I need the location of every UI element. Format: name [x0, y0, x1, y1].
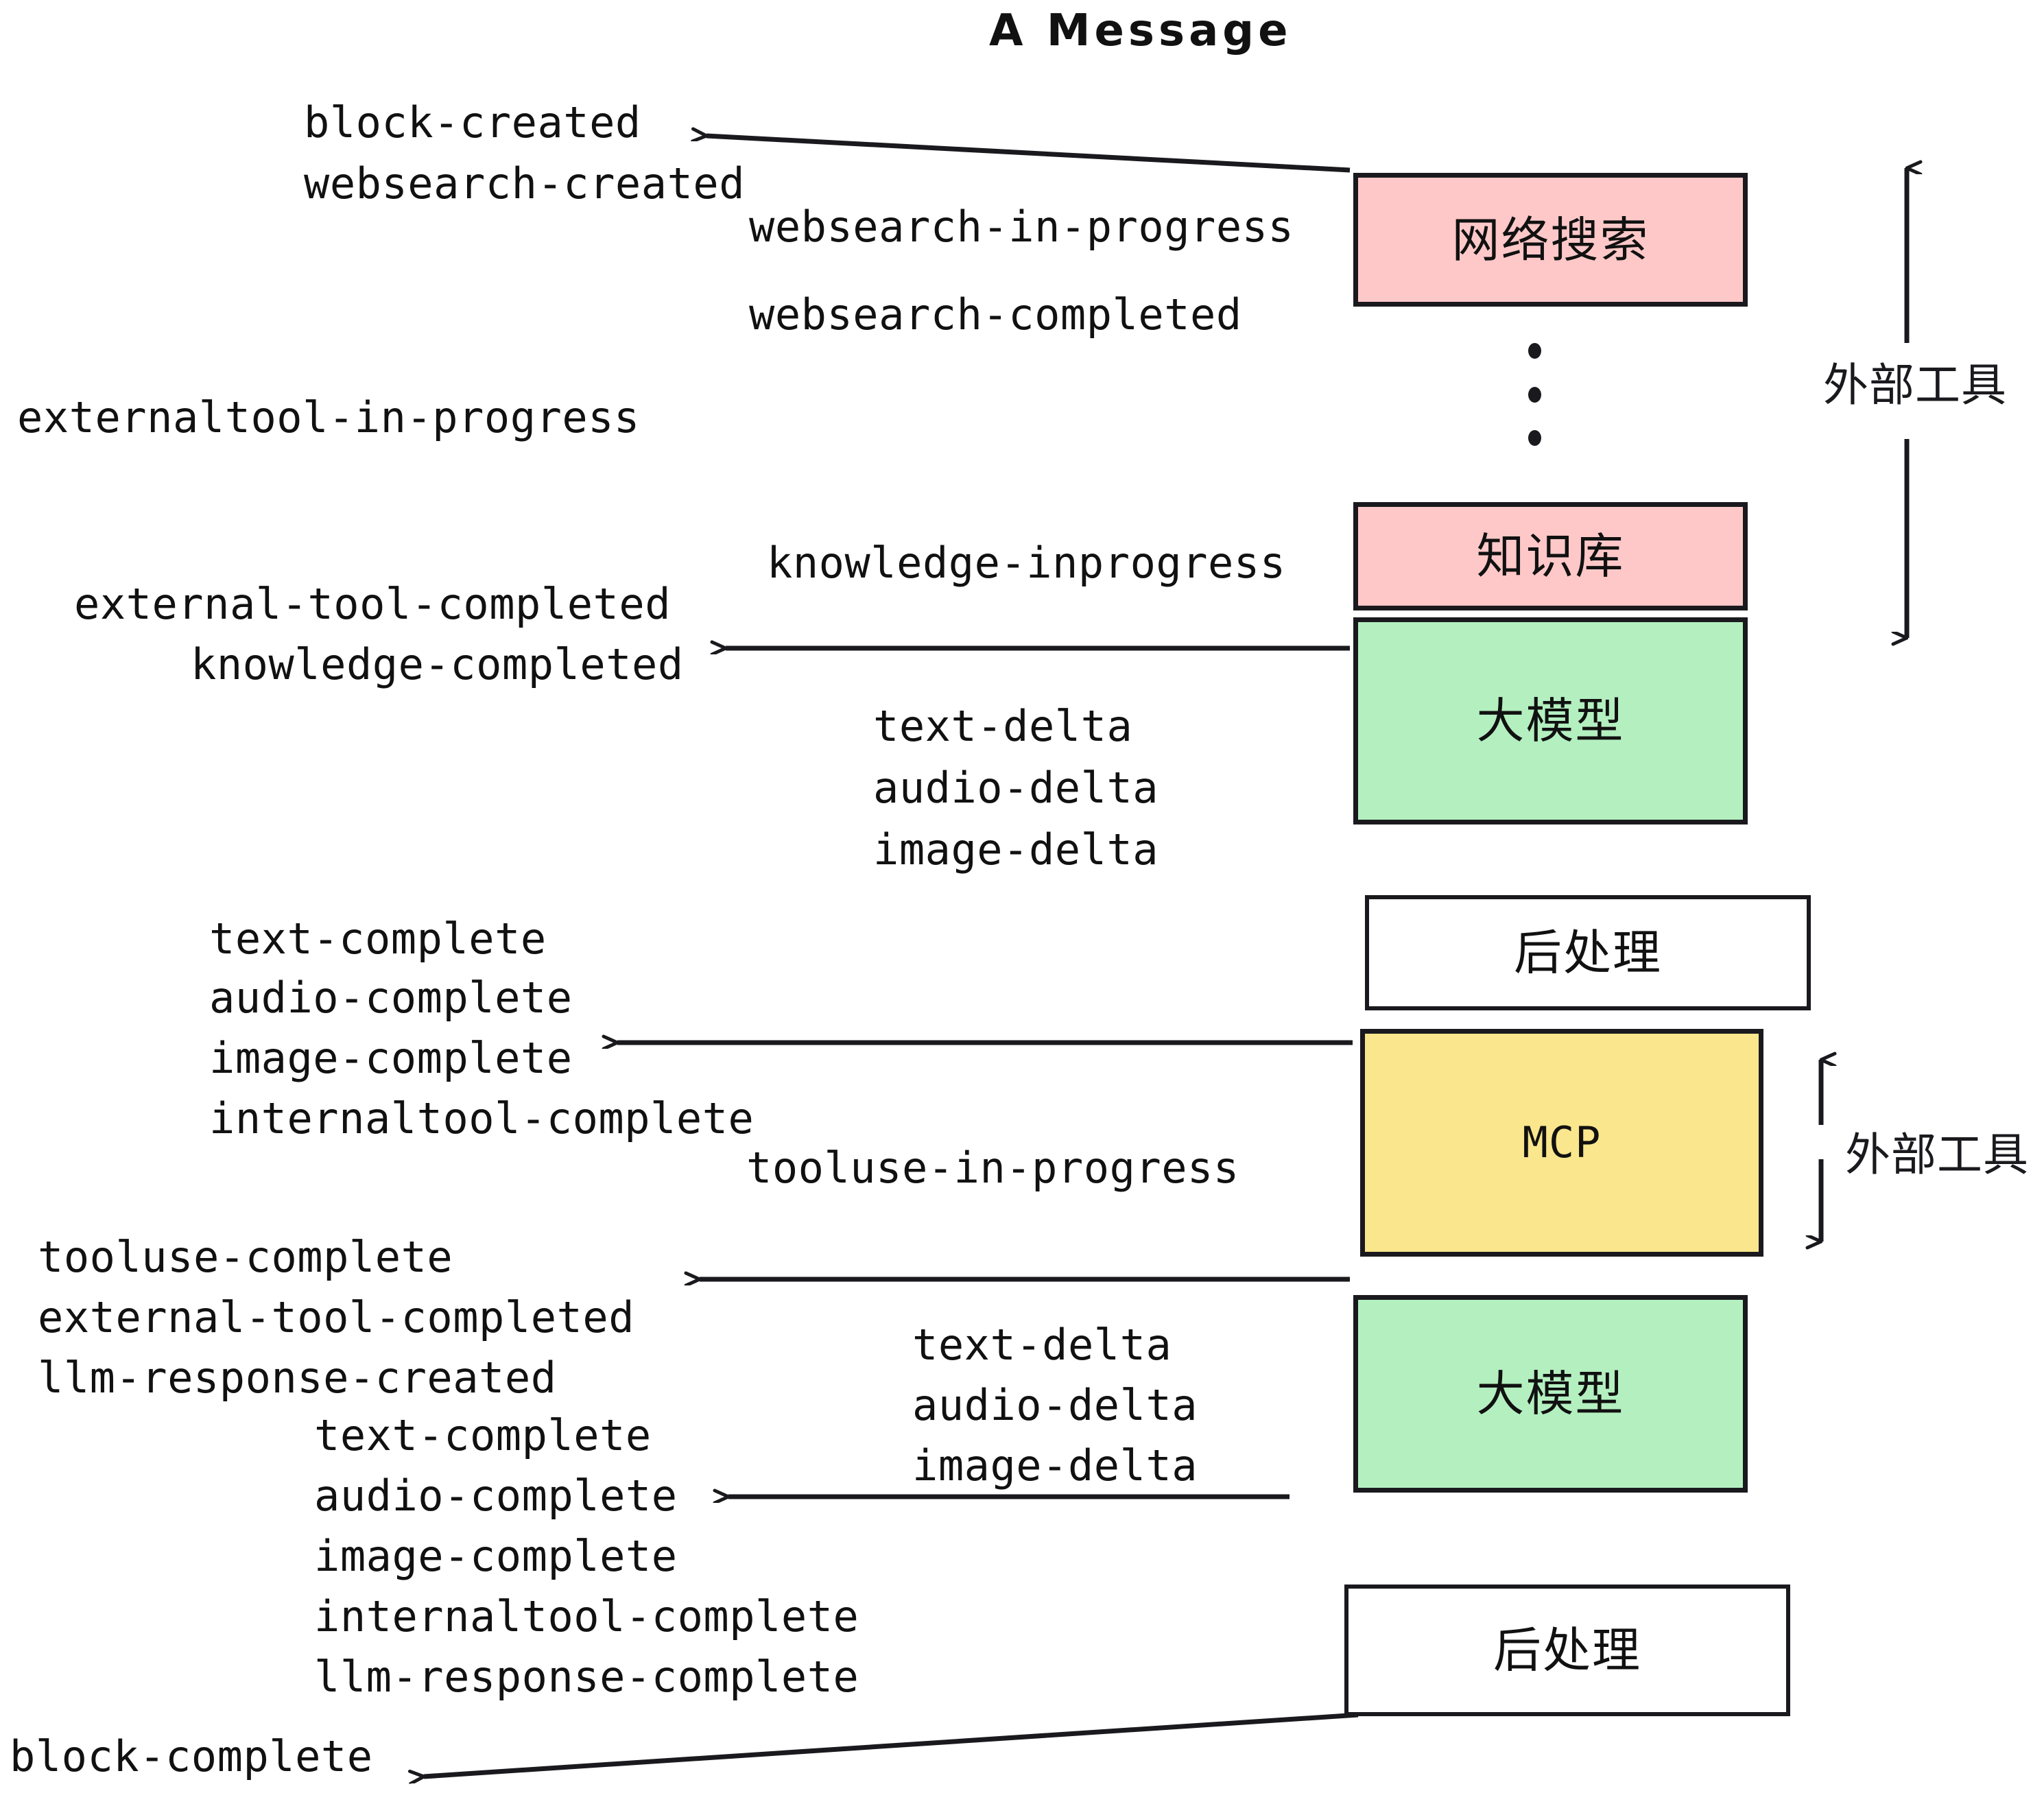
- arrow-websearch-to-created: [706, 136, 1351, 173]
- event-external-tool-completed-1: external-tool-completed: [74, 579, 672, 629]
- box-knowledge[interactable]: 知识库: [1353, 502, 1748, 610]
- event-image-delta-2: image-delta: [912, 1440, 1198, 1491]
- event-block-created: block-created: [304, 97, 641, 147]
- side-label-external-tools-bottom: 外部工具: [1845, 1128, 2029, 1181]
- event-image-delta-1: image-delta: [873, 824, 1159, 875]
- box-mcp-label: MCP: [1522, 1117, 1602, 1167]
- event-text-delta-1: text-delta: [873, 701, 1133, 751]
- event-llm-response-complete: llm-response-complete: [314, 1652, 859, 1702]
- event-internaltool-complete-1: internaltool-complete: [209, 1093, 754, 1143]
- event-external-tool-completed-2: external-tool-completed: [38, 1292, 635, 1342]
- event-text-delta-2: text-delta: [912, 1320, 1172, 1370]
- box-llm-2[interactable]: 大模型: [1353, 1295, 1748, 1493]
- box-knowledge-label: 知识库: [1476, 528, 1625, 584]
- event-internaltool-complete-2: internaltool-complete: [314, 1591, 859, 1641]
- box-websearch-label: 网络搜索: [1451, 211, 1650, 268]
- event-llm-response-created: llm-response-created: [38, 1353, 557, 1403]
- event-image-complete-1: image-complete: [209, 1033, 573, 1083]
- side-label-external-tools-top: 外部工具: [1823, 359, 2007, 412]
- ellipsis-dot: [1528, 386, 1541, 403]
- event-externaltool-in-progress: externaltool-in-progress: [17, 392, 640, 442]
- box-websearch[interactable]: 网络搜索: [1353, 173, 1748, 307]
- box-llm-1-label: 大模型: [1476, 693, 1625, 749]
- event-websearch-created: websearch-created: [304, 158, 746, 209]
- event-audio-complete-1: audio-complete: [209, 973, 573, 1023]
- vertical-ellipsis: [1526, 343, 1543, 446]
- event-tooluse-in-progress: tooluse-in-progress: [746, 1143, 1239, 1193]
- event-knowledge-inprogress: knowledge-inprogress: [767, 538, 1286, 588]
- event-text-complete-1: text-complete: [209, 914, 547, 964]
- box-llm-1[interactable]: 大模型: [1353, 617, 1748, 824]
- box-mcp[interactable]: MCP: [1360, 1029, 1763, 1257]
- box-postprocess-1[interactable]: 后处理: [1365, 895, 1811, 1010]
- event-audio-delta-1: audio-delta: [873, 763, 1159, 813]
- event-knowledge-completed: knowledge-completed: [191, 639, 684, 689]
- event-tooluse-complete: tooluse-complete: [38, 1232, 453, 1282]
- event-audio-delta-2: audio-delta: [912, 1380, 1198, 1430]
- event-websearch-completed: websearch-completed: [749, 289, 1242, 340]
- event-websearch-in-progress: websearch-in-progress: [749, 202, 1294, 252]
- page-title: A Message: [989, 5, 1292, 56]
- box-llm-2-label: 大模型: [1476, 1366, 1625, 1422]
- ellipsis-dot: [1528, 343, 1541, 359]
- event-text-complete-2: text-complete: [314, 1410, 652, 1460]
- box-postprocess-2-label: 后处理: [1493, 1622, 1641, 1678]
- event-block-complete: block-complete: [10, 1731, 373, 1781]
- box-postprocess-1-label: 后处理: [1514, 925, 1662, 981]
- ellipsis-dot: [1528, 430, 1541, 446]
- event-image-complete-2: image-complete: [314, 1531, 678, 1581]
- box-postprocess-2[interactable]: 后处理: [1344, 1585, 1790, 1716]
- arrow-postprocess2-to-block-complete: [424, 1712, 1359, 1777]
- event-audio-complete-2: audio-complete: [314, 1471, 678, 1521]
